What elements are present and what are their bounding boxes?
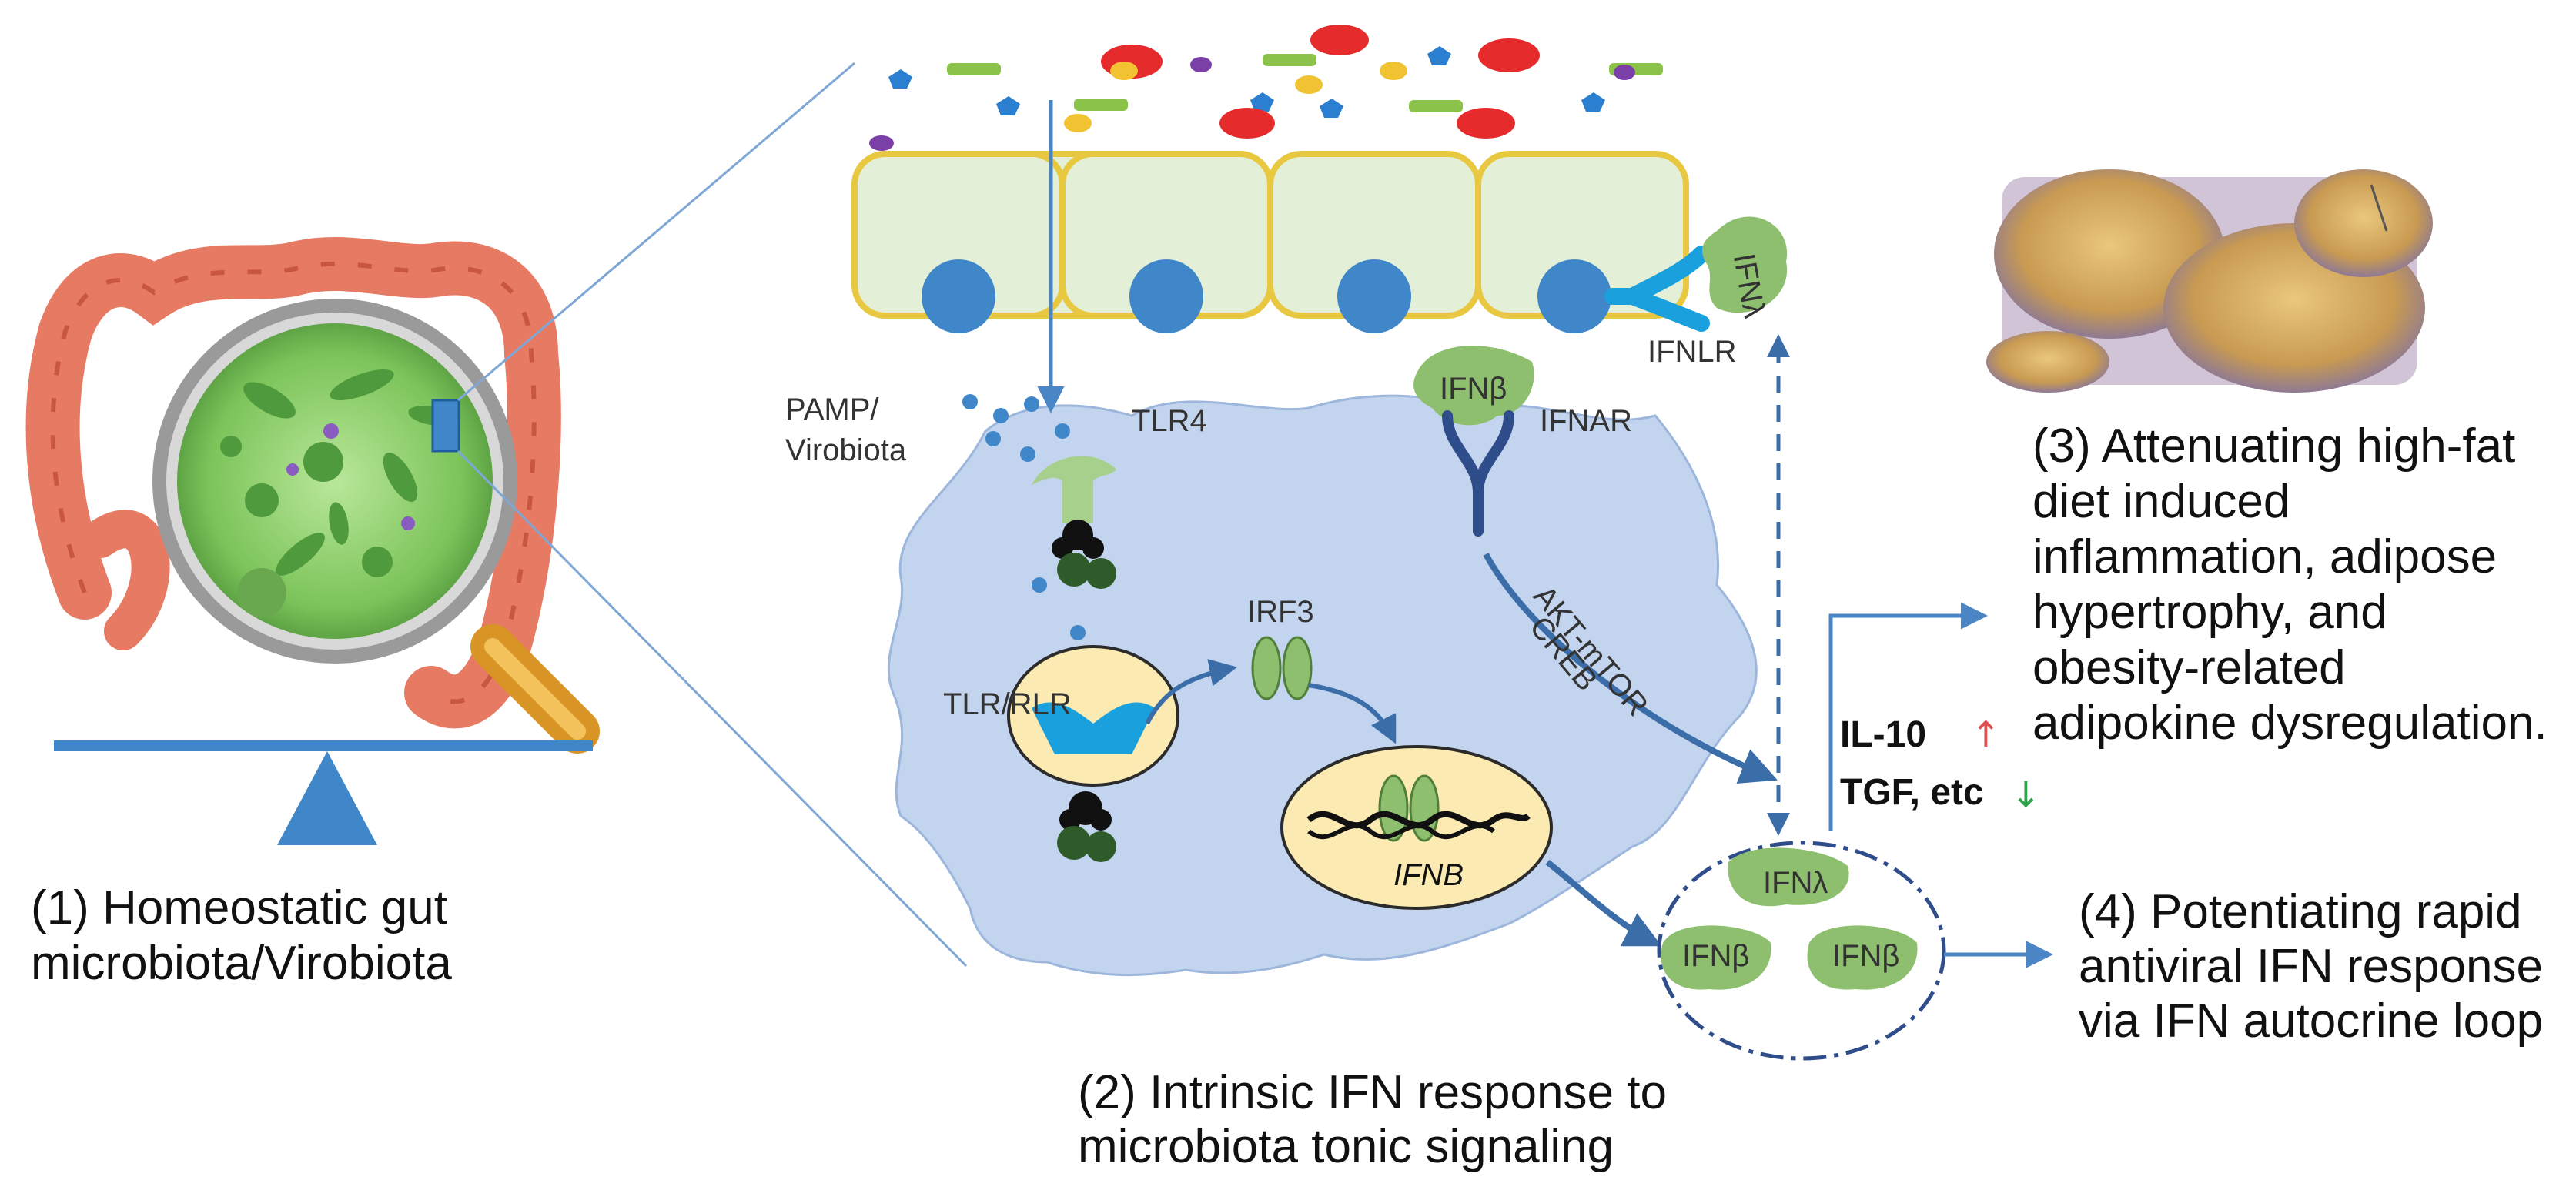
panel2-caption-line1: (2) Intrinsic IFN response to [1078, 1066, 1667, 1119]
loop-ifnb-right-label: IFNβ [1832, 939, 1899, 973]
irf3-dimer-left [1251, 636, 1282, 700]
ifnar-label: IFNAR [1540, 404, 1632, 438]
il10-up-arrow: ↑ [1971, 714, 2001, 755]
tlr4-label: TLR4 [1132, 404, 1207, 438]
tlr-rlr-receptor [1032, 702, 1155, 862]
loop-ifnb-left-label: IFNβ [1682, 939, 1749, 973]
panel3-caption-line3: inflammation, adipose [2032, 530, 2497, 583]
zoom-connector-bottom [457, 450, 968, 968]
irf3-label: IRF3 [1247, 595, 1314, 629]
balance-scale-icon [54, 740, 593, 845]
nucleus [922, 259, 995, 333]
autocrine-loop [1657, 841, 1946, 1061]
ifnlr-receptor [1604, 246, 1710, 332]
panel3-caption-line4: hypertrophy, and [2032, 586, 2387, 639]
tlr-rlr-label: TLR/RLR [943, 687, 1072, 721]
ifnb-ligand-receptor [1413, 346, 1534, 426]
zoom-connector-top [457, 62, 855, 402]
nucleus [1537, 259, 1611, 333]
magnifying-glass-icon [152, 299, 600, 754]
panel4-caption-line3: via IFN autocrine loop [2079, 994, 2543, 1048]
pamp-label-line2: Virobiota [785, 433, 907, 467]
irf3-to-nucleus-arrow [1308, 683, 1397, 744]
adipose-tissue-image [1986, 169, 2433, 393]
tlr4-receptor [1032, 456, 1116, 589]
irf3-activation-arrow [1145, 659, 1238, 725]
nucleus [1337, 259, 1411, 333]
loop-ifnl-ligand [1728, 847, 1849, 907]
irf3-dimer-right [1282, 636, 1313, 700]
gut-illustration [25, 236, 561, 729]
loop-ifnl-label: IFNλ [1763, 866, 1828, 900]
lumen-microbes [869, 25, 1663, 151]
dna-strand [1306, 811, 1531, 829]
panel3-caption-line1: (3) Attenuating high-fat [2032, 420, 2515, 473]
panel4-caption-line1: (4) Potentiating rapid [2079, 885, 2522, 938]
panel2-caption-line2: microbiota tonic signaling [1078, 1120, 1614, 1173]
pamp-label-line1: PAMP/ [785, 393, 879, 426]
epithelium-layer: IFNλ [851, 151, 1788, 333]
panel3-caption-line5: obesity-related [2032, 641, 2346, 694]
loop-ifnb-left-ligand [1661, 925, 1771, 990]
endosome [1007, 645, 1179, 787]
ifnb-receptor-label: IFNβ [1440, 372, 1507, 406]
panel4-caption-line2: antiviral IFN response [2079, 940, 2543, 993]
microbiota-icons [220, 369, 454, 617]
microbiota-lens [177, 323, 493, 639]
zoom-region-marker [431, 399, 460, 453]
ifnb-gene-label: IFNB [1393, 858, 1464, 892]
tgf-label: TGF, etc [1840, 772, 1984, 813]
ifnl-ligand-membrane [1701, 216, 1788, 313]
loop-ifnb-right-ligand [1807, 925, 1918, 990]
ifnar-receptor [1442, 410, 1514, 537]
irf3-bound-left [1378, 774, 1409, 842]
ifnlr-label: IFNLR [1648, 335, 1737, 369]
il10-label: IL-10 [1840, 714, 1926, 755]
panel1-caption-line1: (1) Homeostatic gut [31, 881, 447, 934]
tgf-down-arrow: ↓ [2011, 774, 2041, 815]
nucleus [1129, 259, 1203, 333]
panel3-caption-line6: adipokine dysregulation. [2032, 697, 2548, 750]
panel3-output-arrow [1828, 602, 1988, 831]
ifn-secretion-arrow [1545, 859, 1662, 947]
panel3-caption-line2: diet induced [2032, 475, 2290, 528]
panel1-caption-line2: microbiota/Virobiota [31, 937, 452, 990]
akt-mtor-arrow [1483, 553, 1778, 784]
